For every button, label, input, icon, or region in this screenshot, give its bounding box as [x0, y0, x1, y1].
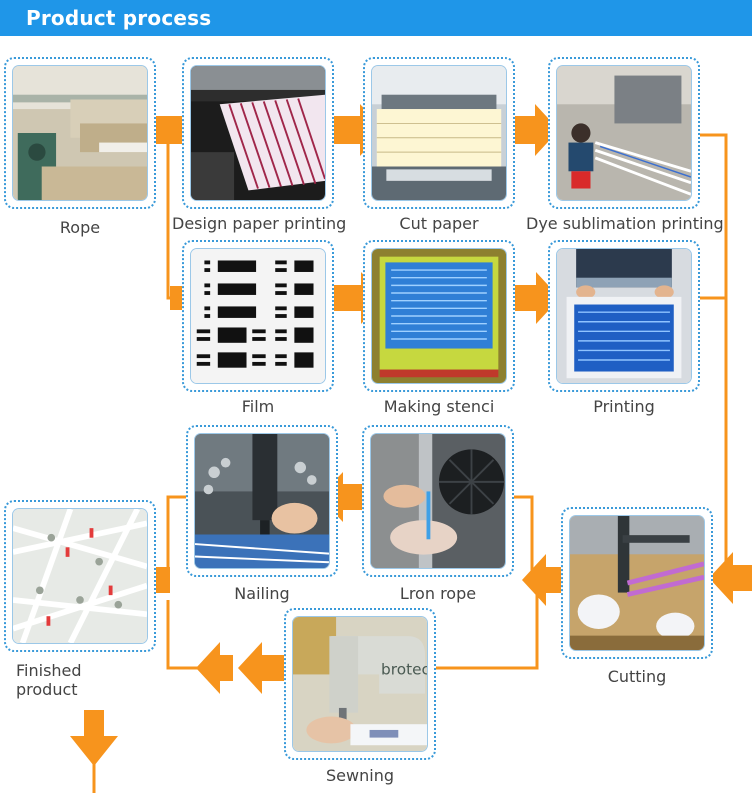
nailing-photo — [195, 434, 329, 568]
label-making-stenci: Making stenci — [383, 397, 495, 416]
cut-paper-photo — [372, 66, 506, 200]
card-making-stenci — [363, 240, 515, 392]
cutting-photo — [570, 516, 704, 650]
label-cutting: Cutting — [607, 667, 667, 686]
dye-sublimation-printing-photo — [557, 66, 691, 200]
sewing-machine-brand-text: brotec — [381, 660, 427, 678]
card-design-paper-printing — [182, 57, 334, 209]
label-dye-sublimation-printing: Dye sublimation printing — [526, 214, 724, 233]
label-cut-paper: Cut paper — [399, 214, 479, 233]
arrow-sewning-to-finished — [196, 642, 233, 694]
lron-rope-photo — [371, 434, 505, 568]
label-rope: Rope — [59, 218, 101, 237]
card-lron-rope — [362, 425, 514, 577]
card-printing — [548, 240, 700, 392]
card-dye-sublimation-printing — [548, 57, 700, 209]
card-cut-paper — [363, 57, 515, 209]
card-sewning: brotec — [284, 608, 436, 760]
card-finished-product — [4, 500, 156, 652]
arrow-cutting-to-sewning — [238, 642, 287, 694]
page-title: Product process — [26, 6, 212, 30]
card-nailing — [186, 425, 338, 577]
label-design-paper-printing: Design paper printing — [172, 214, 347, 233]
arrow-to-cutting — [709, 552, 752, 604]
rope-photo — [13, 66, 147, 200]
connector-line-sewning-to-finished — [166, 600, 208, 670]
sewning-photo: brotec — [293, 617, 427, 751]
label-finished-product-line2: product — [16, 680, 78, 699]
card-rope — [4, 57, 156, 209]
label-sewning: Sewning — [326, 766, 394, 785]
label-film: Film — [241, 397, 275, 416]
finished-product-photo — [13, 509, 147, 643]
film-photo — [191, 249, 325, 383]
making-stenci-photo — [372, 249, 506, 383]
header-bar: Product process — [0, 0, 752, 36]
arrow-output-down — [70, 710, 118, 766]
printing-photo — [557, 249, 691, 383]
label-printing: Printing — [593, 397, 655, 416]
card-cutting — [561, 507, 713, 659]
design-paper-printing-photo — [191, 66, 325, 200]
label-finished-product-line1: Finished — [16, 661, 82, 680]
connector-line-side-to-cutting — [724, 298, 745, 582]
label-lron-rope: Lron rope — [399, 584, 477, 603]
card-film — [182, 240, 334, 392]
label-nailing: Nailing — [234, 584, 290, 603]
